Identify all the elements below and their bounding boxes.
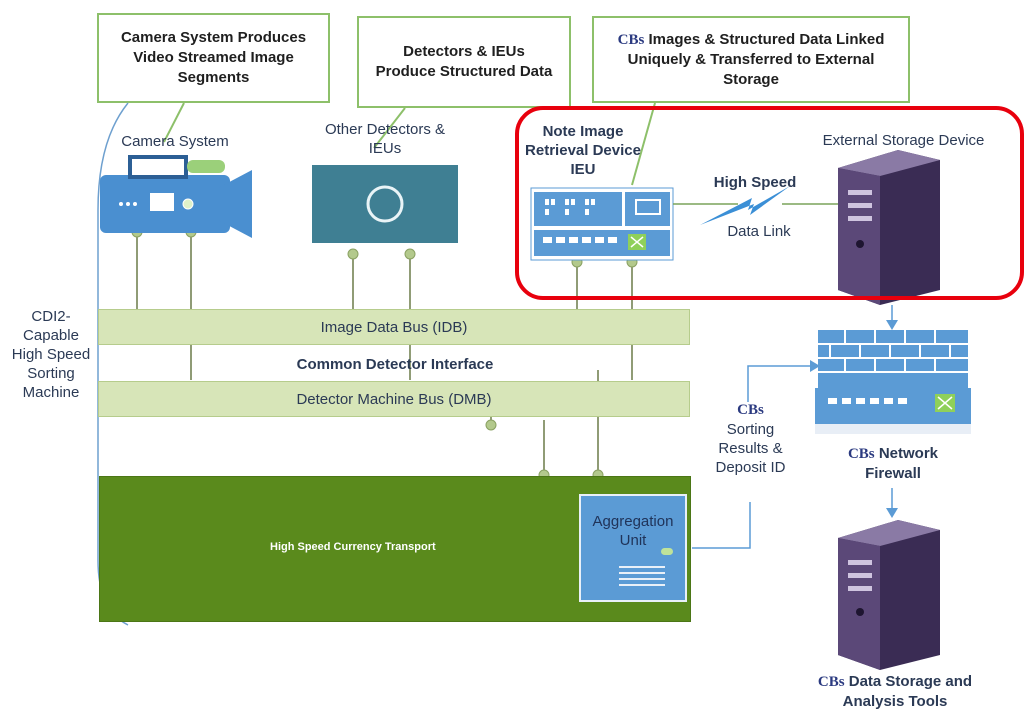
tools-text: Data Storage and Analysis Tools: [842, 673, 973, 710]
firewall-cbs: CBs: [847, 446, 875, 462]
aggregation-led: [661, 548, 673, 555]
firewall-icon: [815, 330, 971, 434]
detectors-callout-pointer: [373, 107, 406, 149]
aggregation-vent: [619, 566, 665, 586]
retrieval-device-icon: [530, 187, 674, 261]
firewall-label: CBs Network Firewall: [832, 444, 954, 483]
aggregation-unit: Aggregation Unit: [579, 494, 687, 602]
camera-callout-pointer: [163, 102, 185, 143]
external-storage-label: External Storage Device: [822, 132, 985, 149]
currency-transport-label: High Speed Currency Transport: [270, 541, 436, 553]
camera-callout: Camera System Produces Video Streamed Im…: [97, 13, 330, 103]
storage-callout-text: CBs Images & Structured Data Linked Uniq…: [601, 30, 901, 90]
connector-nodes: [131, 226, 638, 481]
data-link-label: Data Link: [727, 223, 791, 240]
sorting-results-arrow: [692, 502, 751, 549]
highlight-frame: [515, 106, 1024, 300]
tools-label: CBs Data Storage and Analysis Tools: [790, 672, 1000, 711]
tools-server-icon: [838, 520, 940, 670]
firewall-text: Network Firewall: [865, 445, 939, 482]
storage-callout-pointer: [631, 102, 656, 186]
sorting-results-label: CBs Sorting Results & Deposit ID: [708, 400, 793, 477]
storage-callout-cbs: CBs: [617, 31, 645, 48]
storage-callout: CBs Images & Structured Data Linked Uniq…: [592, 16, 910, 103]
detector-icon: [312, 165, 458, 243]
image-data-bus: Image Data Bus (IDB): [98, 309, 690, 345]
bus-connectors: [136, 230, 633, 475]
detector-machine-bus: Detector Machine Bus (DMB): [98, 381, 690, 417]
detectors-callout-text: Detectors & IEUs Produce Structured Data: [375, 43, 553, 80]
machine-label: CDI2- Capable High Speed Sorting Machine: [11, 308, 91, 401]
other-detectors-label: Other Detectors & IEUs: [324, 121, 446, 157]
lightning-icon: [700, 186, 790, 225]
aggregation-unit-label: Aggregation Unit: [592, 513, 674, 549]
camera-system-label: Camera System: [121, 133, 229, 150]
high-speed-label: High Speed: [713, 174, 797, 191]
sorting-results-cbs: CBs: [737, 402, 764, 418]
server-icon: [838, 150, 940, 305]
sorting-results-text: Sorting Results & Deposit ID: [715, 421, 786, 476]
common-interface-label: Common Detector Interface: [296, 356, 494, 373]
camera-icon: [100, 155, 252, 238]
note-retrieval-label: Note Image Retrieval Device IEU: [525, 123, 641, 178]
storage-callout-body: Images & Structured Data Linked Uniquely…: [627, 30, 885, 88]
tools-cbs: CBs: [817, 674, 845, 690]
detectors-callout: Detectors & IEUs Produce Structured Data: [357, 16, 571, 108]
camera-callout-text: Camera System Produces Video Streamed Im…: [120, 29, 307, 86]
